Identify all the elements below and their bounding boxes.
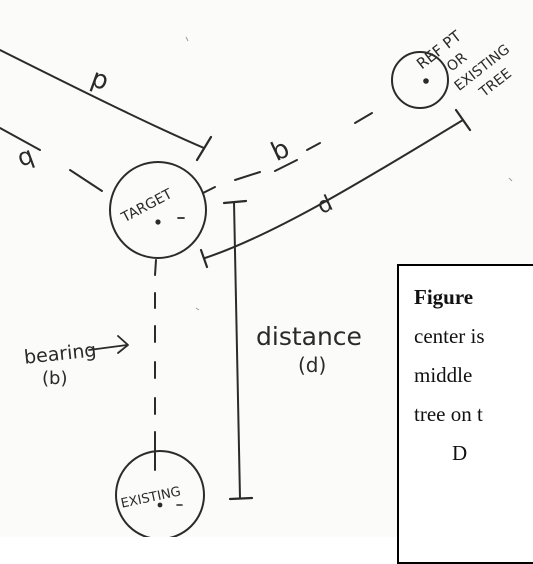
reference-point-tree bbox=[391, 51, 449, 109]
vertical-distance-bar bbox=[222, 199, 254, 501]
label-distance-symbol: (d) bbox=[298, 353, 326, 377]
caption-line-2: center is bbox=[414, 324, 485, 348]
bearing-arrow-icon bbox=[88, 335, 129, 354]
top-left-distance-line bbox=[0, 49, 213, 162]
label-bearing-symbol: (b) bbox=[42, 368, 67, 389]
caption-line-5: D bbox=[452, 441, 468, 465]
figure-caption-box: Figure center is middle tree on t D bbox=[397, 264, 533, 564]
target-to-ref-bearing bbox=[202, 112, 373, 194]
paper-specks bbox=[185, 36, 513, 311]
label-distance-word: distance bbox=[256, 322, 362, 351]
label-d-top: d bbox=[86, 65, 112, 99]
caption-line-1: Figure bbox=[414, 285, 474, 309]
ref-point-label: REF PT OR EXISTING TREE bbox=[413, 26, 515, 101]
label-b-middle-underline bbox=[274, 159, 298, 172]
target-to-ref-distance-line bbox=[199, 108, 472, 269]
caption-line-3: middle bbox=[414, 363, 473, 387]
label-b-top-left: b bbox=[14, 144, 38, 176]
label-d-right: d bbox=[314, 191, 337, 220]
caption-line-4: tree on t bbox=[414, 402, 483, 426]
left-bearing-dashes bbox=[0, 127, 103, 192]
target-tree bbox=[109, 161, 207, 259]
label-bearing-word: bearing bbox=[23, 339, 97, 368]
target-to-existing-bearing bbox=[154, 259, 157, 471]
label-target: TARGET bbox=[118, 186, 175, 227]
existing-tree bbox=[115, 450, 205, 537]
label-existing: EXISTING bbox=[120, 484, 183, 511]
